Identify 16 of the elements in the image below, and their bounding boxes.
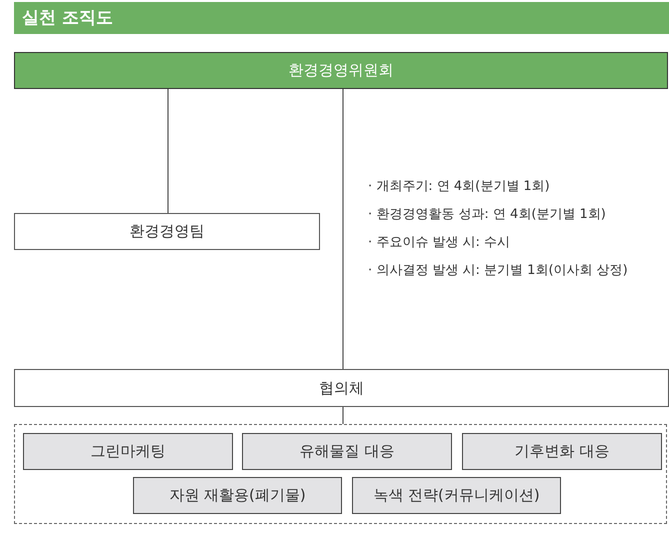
task-box: 자원 재활용(폐기물) (133, 477, 342, 514)
task-box: 녹색 전략(커뮤니케이션) (352, 477, 561, 514)
note-text: · 의사결정 발생 시: 분기별 1회(이사회 상정) (368, 262, 628, 279)
task-box: 유해물질 대응 (242, 433, 452, 470)
team-box: 협의체 (14, 369, 669, 407)
connector-line (342, 88, 344, 370)
committee-box: 환경경영위원회 (14, 52, 668, 89)
connector-line (342, 406, 344, 424)
task-box: 기후변화 대응 (462, 433, 662, 470)
note-text: · 환경경영활동 성과: 연 4회(분기별 1회) (368, 206, 606, 223)
note-text: · 주요이슈 발생 시: 수시 (368, 234, 510, 251)
dashed-group-box (14, 424, 667, 524)
note-text: · 개최주기: 연 4회(분기별 1회) (368, 178, 550, 195)
task-box: 그린마케팅 (23, 433, 233, 470)
team-box: 환경경영팀 (14, 213, 320, 250)
title-bar: 실천 조직도 (14, 2, 669, 34)
